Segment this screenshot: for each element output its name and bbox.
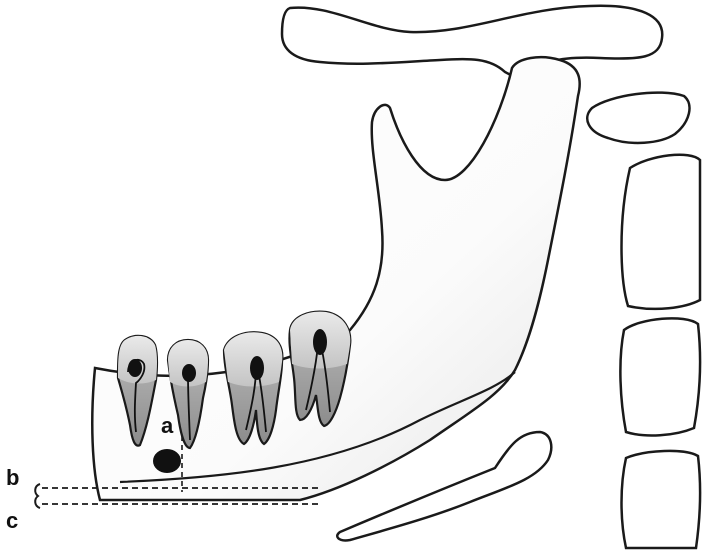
pulp-chamber-1: [128, 359, 142, 377]
vertebra-1: [622, 155, 701, 309]
label-b: b: [6, 465, 19, 490]
label-a: a: [161, 413, 174, 438]
bracket-b-c: [35, 484, 40, 508]
articular-disc: [587, 93, 689, 143]
pulp-chamber-4: [313, 329, 327, 355]
vertebra-3: [622, 451, 701, 548]
pulp-chamber-3: [250, 356, 264, 380]
pulp-chamber-2: [182, 364, 196, 382]
label-c: c: [6, 508, 18, 533]
mental-foramen: [153, 449, 181, 473]
zygomatic-arch: [282, 6, 662, 80]
vertebra-2: [620, 318, 700, 435]
